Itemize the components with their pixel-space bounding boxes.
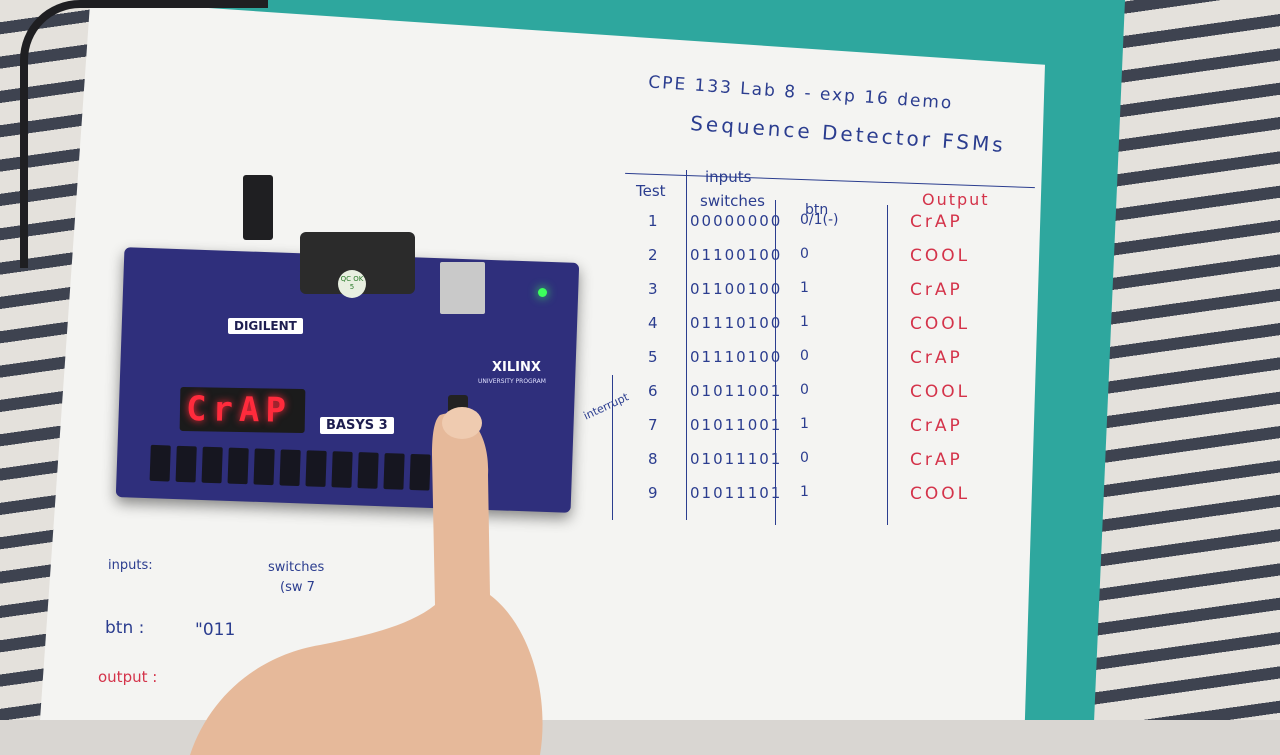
switch[interactable]	[149, 444, 171, 482]
row-output: CrAP	[910, 450, 963, 470]
row-output: CrAP	[910, 212, 963, 232]
row-output: COOL	[910, 484, 971, 504]
row-switches: 00000000	[690, 212, 783, 230]
row-btn: 1	[800, 484, 809, 500]
pointing-hand	[190, 407, 543, 755]
results-table: inputs Test switches btn Output interrup…	[582, 160, 1040, 530]
row-btn: 0	[800, 348, 809, 364]
qc-sticker: QC OK 5	[338, 270, 366, 298]
bottom-sw-label: (sw 7	[280, 580, 315, 595]
bottom-btn-value: "011	[195, 620, 236, 640]
row-test: 1	[648, 212, 658, 230]
row-btn: 1	[800, 416, 809, 432]
col-rule-2	[775, 200, 776, 525]
row-btn: 1	[800, 280, 809, 296]
interrupt-bracket	[612, 375, 613, 520]
row-switches: 01110100	[690, 348, 783, 366]
col-btn-header: btn	[805, 202, 829, 218]
qc-sticker-num: 5	[349, 283, 355, 291]
row-test: 4	[648, 314, 658, 332]
row-switches: 01011101	[690, 484, 783, 502]
row-switches: 01100100	[690, 246, 783, 264]
row-test: 2	[648, 246, 658, 264]
col-switches-header: switches	[700, 192, 765, 210]
row-test: 3	[648, 280, 658, 298]
row-switches: 01100100	[690, 280, 783, 298]
row-switches: 01011101	[690, 450, 783, 468]
row-btn: 0	[800, 246, 809, 262]
power-led	[538, 288, 547, 297]
row-switches: 01011001	[690, 382, 783, 400]
row-switches: 01110100	[690, 314, 783, 332]
cable-plug	[243, 175, 273, 240]
col-rule-1	[686, 170, 687, 520]
row-test: 9	[648, 484, 658, 502]
row-test: 5	[648, 348, 658, 366]
row-test: 6	[648, 382, 658, 400]
row-output: COOL	[910, 314, 971, 334]
row-output: CrAP	[910, 348, 963, 368]
row-output: CrAP	[910, 416, 963, 436]
row-test: 7	[648, 416, 658, 434]
col-test-header: Test	[636, 182, 666, 200]
row-output: CrAP	[910, 280, 963, 300]
digilent-logo: DIGILENT	[228, 318, 303, 334]
bottom-inputs-label: inputs:	[108, 558, 153, 573]
row-btn: 0	[800, 450, 809, 466]
col-rule-3	[887, 205, 888, 525]
usb-cable	[20, 0, 268, 268]
row-btn: 0	[800, 382, 809, 398]
bottom-switches-label: switches	[268, 560, 325, 575]
bottom-output-label: output :	[98, 668, 158, 686]
row-btn: 1	[800, 314, 809, 330]
usb-port	[440, 262, 485, 314]
xilinx-logo: XILINX	[492, 360, 541, 375]
col-output-header: Output	[922, 190, 990, 209]
board-model-label: BASYS 3	[320, 417, 394, 434]
bottom-btn-label: btn :	[105, 618, 145, 638]
row-test: 8	[648, 450, 658, 468]
qc-sticker-text: QC OK	[340, 275, 364, 283]
row-output: COOL	[910, 246, 971, 266]
row-switches: 01011001	[690, 416, 783, 434]
xilinx-subtitle: UNIVERSITY PROGRAM	[478, 378, 546, 385]
row-btn: 0/1(-)	[800, 212, 839, 228]
row-output: COOL	[910, 382, 971, 402]
